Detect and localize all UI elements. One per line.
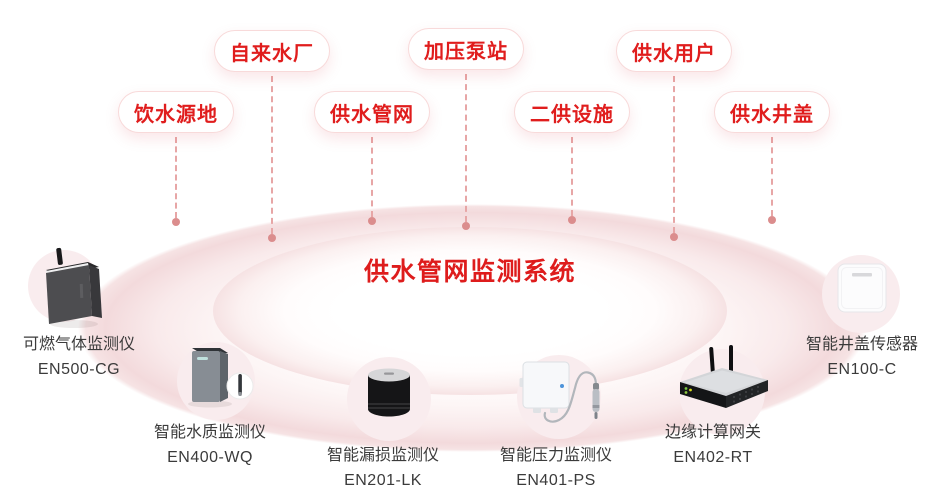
device-edge-gateway-label: 边缘计算网关 EN402-RT [633, 420, 793, 470]
pressure-monitor-icon [519, 361, 600, 423]
pill-tap-water-plant: 自来水厂 [214, 30, 330, 72]
device-name: 智能压力监测仪 [499, 447, 612, 464]
device-pressure-monitor-label: 智能压力监测仪 EN401-PS [476, 443, 636, 493]
device-name: 可燃气体监测仪 [22, 336, 135, 353]
device-name: 智能井盖传感器 [805, 336, 918, 353]
gas-monitor-icon [46, 247, 102, 328]
device-model: EN402-RT [673, 449, 753, 466]
device-model: EN100-C [827, 361, 897, 378]
device-name: 智能漏损监测仪 [326, 447, 439, 464]
device-manhole-sensor-label: 智能井盖传感器 EN100-C [782, 332, 938, 382]
connector-line-manhole-cover-node [771, 137, 773, 216]
device-name: 智能水质监测仪 [153, 424, 266, 441]
water-quality-monitor-icon [188, 348, 254, 408]
manhole-sensor-icon [837, 263, 887, 313]
pill-drinking-water-source: 饮水源地 [118, 91, 234, 133]
leak-monitor-icon [368, 368, 410, 417]
device-model: EN401-PS [516, 472, 596, 489]
connector-dot-secondary-supply-facility [568, 216, 576, 224]
connector-line-tap-water-plant [271, 76, 273, 234]
connector-line-secondary-supply-facility [571, 137, 573, 216]
device-gas-monitor-label: 可燃气体监测仪 EN500-CG [0, 332, 159, 382]
device-water-quality-label: 智能水质监测仪 EN400-WQ [130, 420, 290, 470]
pill-secondary-supply-facility: 二供设施 [514, 91, 630, 133]
device-model: EN400-WQ [167, 449, 253, 466]
device-model: EN500-CG [37, 361, 121, 378]
device-leak-monitor-label: 智能漏损监测仪 EN201-LK [303, 443, 463, 493]
connector-line-drinking-water-source [175, 137, 177, 218]
connector-line-water-supply-users [673, 76, 675, 233]
device-name: 边缘计算网关 [664, 424, 761, 441]
pill-booster-pump-station: 加压泵站 [408, 28, 524, 70]
device-model: EN201-LK [344, 472, 422, 489]
pill-supply-pipeline-network: 供水管网 [314, 91, 430, 133]
connector-dot-booster-pump-station [462, 222, 470, 230]
connector-dot-water-supply-users [670, 233, 678, 241]
inner-halo-ellipse [213, 227, 727, 395]
connector-dot-manhole-cover-node [768, 216, 776, 224]
connector-dot-tap-water-plant [268, 234, 276, 242]
system-title: 供水管网监测系统 [363, 258, 576, 286]
connector-dot-supply-pipeline-network [368, 217, 376, 225]
edge-gateway-icon [680, 345, 768, 408]
connector-line-supply-pipeline-network [371, 137, 373, 217]
connector-line-booster-pump-station [465, 74, 467, 222]
pill-water-supply-manhole-cover: 供水井盖 [714, 91, 830, 133]
connector-dot-drinking-water-source [172, 218, 180, 226]
pill-water-supply-users: 供水用户 [616, 30, 732, 72]
